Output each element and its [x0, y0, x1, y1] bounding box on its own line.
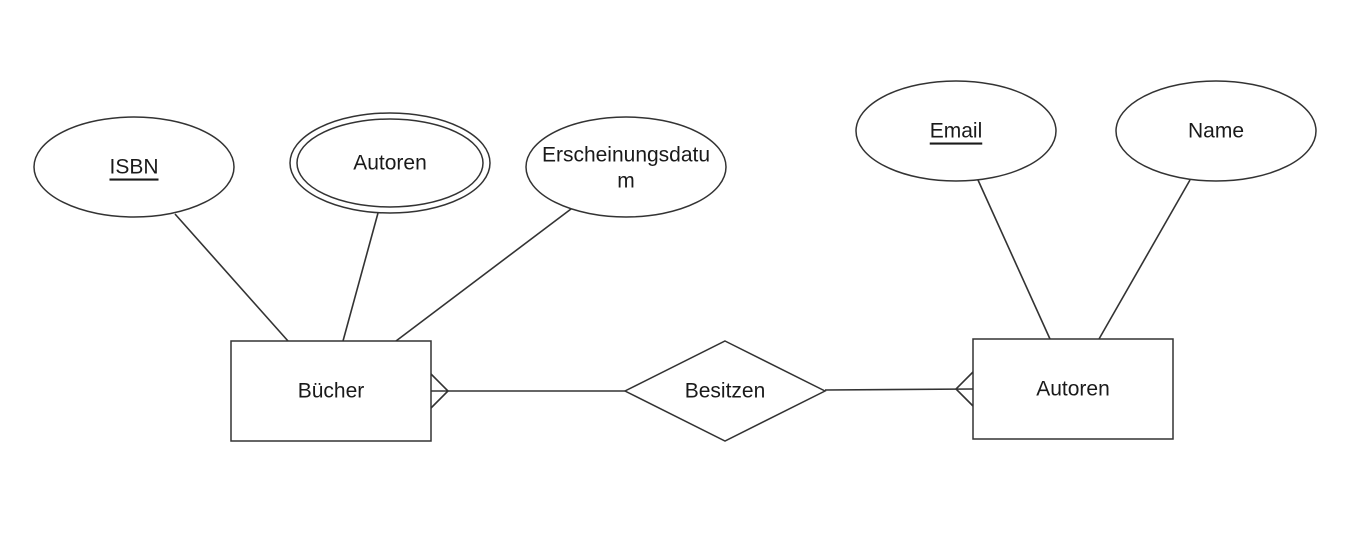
crows-foot-icon: [430, 373, 450, 409]
attribute-erscheinungsdatum-label-line2: m: [617, 170, 635, 193]
edge-email-autoren: [977, 179, 1051, 340]
relationship-besitzen[interactable]: Besitzen: [623, 340, 827, 442]
entity-box: [972, 338, 1174, 440]
entity-buecher[interactable]: Bücher: [230, 340, 432, 442]
attribute-email-label: Email: [930, 120, 983, 143]
attribute-erscheinungsdatum-label-line1: Erscheinungsdatu: [542, 144, 710, 167]
attribute-ellipse: [855, 80, 1057, 182]
attribute-name-label: Name: [1188, 120, 1244, 143]
attribute-ellipse: [1115, 80, 1317, 182]
entity-autoren-label: Autoren: [1036, 378, 1110, 401]
attribute-ellipse: [33, 116, 235, 218]
attribute-autoren-multivalued[interactable]: Autoren: [289, 112, 491, 214]
edges: [174, 179, 1191, 392]
attribute-ellipse: [525, 116, 727, 218]
edge-besitzen-autoren: [824, 388, 974, 391]
edge-isbn-buecher: [174, 213, 289, 342]
edge-erscheinungsdatum-buecher: [395, 208, 572, 342]
entity-box: [230, 340, 432, 442]
relationship-besitzen-label: Besitzen: [685, 380, 766, 403]
relationship-diamond: [623, 340, 827, 442]
attribute-isbn-label: ISBN: [109, 156, 158, 179]
attribute-erscheinungsdatum[interactable]: Erscheinungsdatu m: [525, 116, 727, 218]
entity-buecher-label: Bücher: [298, 380, 365, 403]
edge-name-autoren: [1098, 179, 1191, 340]
cardinality-buecher-many: [430, 373, 450, 409]
attribute-autoren-label: Autoren: [353, 152, 427, 175]
attribute-email[interactable]: Email: [855, 80, 1057, 182]
crows-foot-icon: [954, 371, 974, 407]
attribute-name[interactable]: Name: [1115, 80, 1317, 182]
attribute-ellipse-inner: [296, 118, 484, 208]
cardinality-autoren-many: [954, 371, 974, 407]
edge-autoren-attr-buecher: [342, 212, 379, 342]
attribute-isbn[interactable]: ISBN: [33, 116, 235, 218]
entity-autoren[interactable]: Autoren: [972, 338, 1174, 440]
